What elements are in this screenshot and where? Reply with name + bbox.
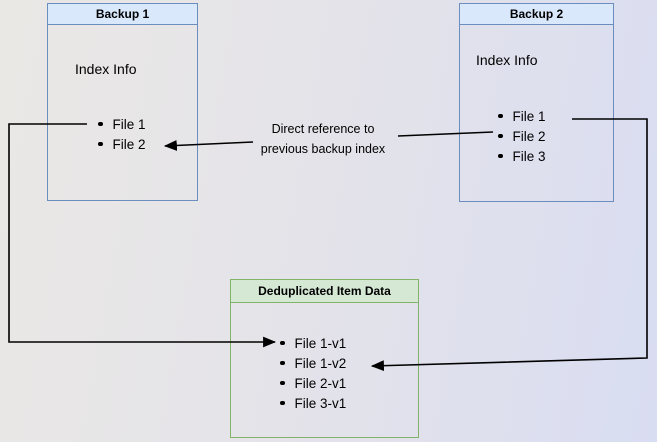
backup1-file-list: File 1 File 2	[98, 114, 146, 154]
list-item: File 2-v1	[280, 373, 347, 393]
backup2-file-list: File 1 File 2 File 3	[498, 106, 546, 166]
list-item: File 1	[498, 106, 546, 126]
backup1-header: Backup 1	[47, 3, 198, 25]
list-item: File 2	[498, 126, 546, 146]
dedup-body	[230, 301, 419, 438]
backup2-title: Backup 2	[509, 7, 564, 21]
list-item: File 3	[498, 146, 546, 166]
backup1-index-info-label: Index Info	[75, 61, 137, 77]
list-item: File 2	[98, 134, 146, 154]
dedup-header: Deduplicated Item Data	[230, 279, 419, 303]
dedup-file-list: File 1-v1 File 1-v2 File 2-v1 File 3-v1	[280, 333, 347, 413]
list-item: File 1-v2	[280, 353, 347, 373]
direct-reference-annotation: Direct reference to previous backup inde…	[240, 119, 406, 159]
list-item: File 1-v1	[280, 333, 347, 353]
annotation-line-2: previous backup index	[260, 142, 386, 156]
backup1-title: Backup 1	[95, 7, 150, 21]
backup1-body	[47, 24, 198, 201]
dedup-title: Deduplicated Item Data	[258, 284, 391, 298]
list-item: File 1	[98, 114, 146, 134]
annotation-line-1: Direct reference to	[271, 122, 375, 136]
list-item: File 3-v1	[280, 393, 347, 413]
backup2-index-info-label: Index Info	[476, 52, 538, 68]
backup2-header: Backup 2	[459, 3, 614, 25]
